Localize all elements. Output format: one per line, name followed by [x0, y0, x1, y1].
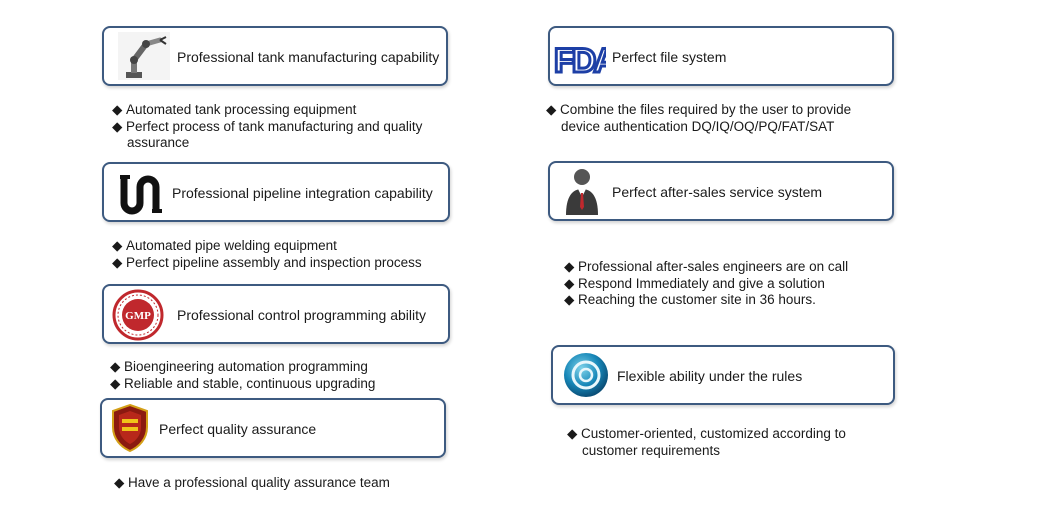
- robot-arm-icon: [118, 32, 170, 80]
- card-pipeline-title: Professional pipeline integration capabi…: [172, 185, 433, 201]
- bullet-diamond-icon: ◆: [112, 102, 123, 117]
- svg-text:GMP: GMP: [125, 310, 151, 322]
- card-file-title: Perfect file system: [612, 49, 727, 65]
- list-item: ◆Respond Immediately and give a solution: [564, 275, 825, 291]
- list-item: ◆Automated pipe welding equipment: [112, 238, 337, 253]
- list-item: ◆Automated tank processing equipment: [112, 102, 357, 117]
- target-circle-icon: [564, 353, 608, 397]
- list-item: ◆Customer-oriented, customized according…: [567, 426, 846, 441]
- bullet-diamond-icon: ◆: [546, 102, 557, 117]
- list-item: ◆Have a professional quality assurance t…: [114, 475, 390, 490]
- list-item-continued: device authentication DQ/IQ/OQ/PQ/FAT/SA…: [561, 118, 835, 134]
- list-item: ◆Bioengineering automation programming: [110, 359, 368, 374]
- bullet-diamond-icon: ◆: [114, 475, 125, 490]
- card-file: FDA Perfect file system: [548, 26, 894, 86]
- list-item-continued: customer requirements: [582, 442, 721, 458]
- bullet-diamond-icon: ◆: [112, 118, 123, 134]
- bullet-diamond-icon: ◆: [564, 292, 575, 307]
- quality-shield-icon: [112, 403, 148, 453]
- list-item: ◆Combine the files required by the user …: [546, 102, 852, 117]
- bullets-control: ◆Bioengineering automation programming ◆…: [110, 359, 375, 392]
- card-control-title: Professional control programming ability: [177, 307, 426, 323]
- businessman-icon: [566, 169, 598, 215]
- pipe-icon: [120, 175, 162, 215]
- bullet-diamond-icon: ◆: [110, 375, 121, 391]
- bullet-diamond-icon: ◆: [564, 275, 575, 291]
- card-tank: Professional tank manufacturing capabili…: [102, 26, 448, 86]
- bullets-file: ◆Combine the files required by the user …: [546, 102, 851, 135]
- bullets-quality: ◆Have a professional quality assurance t…: [114, 475, 390, 492]
- list-item-continued: assurance: [127, 135, 190, 150]
- fda-logo-icon: FDA: [554, 41, 606, 79]
- bullet-diamond-icon: ◆: [110, 359, 121, 374]
- svg-text:FDA: FDA: [554, 42, 606, 78]
- card-control: GMP Professional control programming abi…: [102, 284, 450, 344]
- card-tank-title: Professional tank manufacturing capabili…: [177, 49, 440, 65]
- card-service-title: Perfect after-sales service system: [612, 184, 823, 200]
- bullets-service: ◆Professional after-sales engineers are …: [564, 259, 848, 309]
- bullets-pipeline: ◆Automated pipe welding equipment ◆Perfe…: [112, 238, 422, 271]
- bullet-diamond-icon: ◆: [112, 254, 123, 270]
- list-item: ◆Reliable and stable, continuous upgradi…: [110, 375, 376, 391]
- bullet-diamond-icon: ◆: [112, 238, 123, 253]
- list-item: ◆Professional after-sales engineers are …: [564, 259, 849, 274]
- bullet-diamond-icon: ◆: [564, 259, 575, 274]
- card-pipeline: Professional pipeline integration capabi…: [102, 162, 450, 222]
- card-service: Perfect after-sales service system: [548, 161, 894, 221]
- card-quality: Perfect quality assurance: [100, 398, 446, 458]
- list-item: ◆Perfect process of tank manufacturing a…: [112, 118, 423, 134]
- bullets-flexible: ◆Customer-oriented, customized according…: [567, 426, 846, 459]
- card-flexible: Flexible ability under the rules: [551, 345, 895, 405]
- card-flexible-title: Flexible ability under the rules: [617, 368, 803, 384]
- list-item: ◆Reaching the customer site in 36 hours.: [564, 292, 816, 307]
- gmp-seal-icon: GMP: [112, 289, 164, 341]
- list-item: ◆Perfect pipeline assembly and inspectio…: [112, 254, 422, 270]
- card-quality-title: Perfect quality assurance: [159, 421, 317, 437]
- bullet-diamond-icon: ◆: [567, 426, 578, 441]
- bullets-tank: ◆Automated tank processing equipment ◆Pe…: [112, 102, 422, 152]
